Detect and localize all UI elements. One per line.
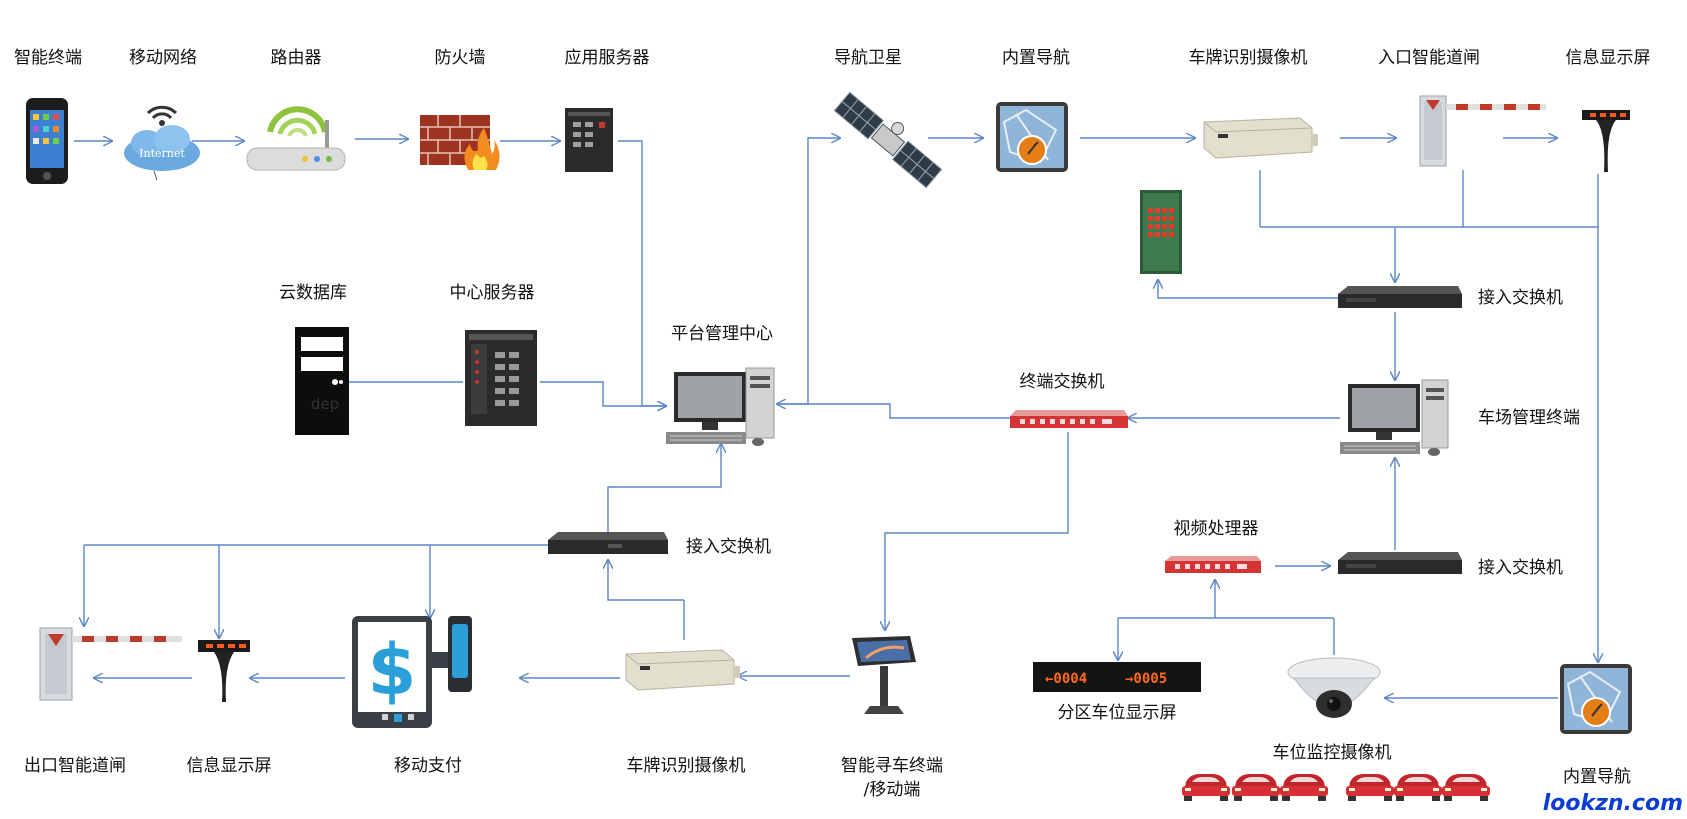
label-app-server: 应用服务器 <box>565 48 650 68</box>
connectors <box>74 138 1598 698</box>
router-icon <box>246 106 346 171</box>
label-nav-satellite: 导航卫星 <box>834 48 902 68</box>
svg-text:$: $ <box>368 629 417 711</box>
edge-switch-panel <box>1158 280 1338 299</box>
label-entry-gate: 入口智能道闸 <box>1378 48 1480 68</box>
label-access-switch-right-bottom: 接入交换机 <box>1478 558 1563 578</box>
led-display-icon: ←0004 →0005 <box>1033 662 1201 692</box>
zone-display-left: ←0004 <box>1045 671 1087 687</box>
satellite-icon <box>833 91 943 189</box>
label-access-switch-right-top: 接入交换机 <box>1478 288 1563 308</box>
label-mobile-payment: 移动支付 <box>394 756 462 776</box>
label-platform-center: 平台管理中心 <box>671 324 773 344</box>
label-mobile-network: 移动网络 <box>129 48 197 68</box>
edge-server-platform <box>540 381 666 406</box>
red-switch-icon <box>1010 410 1128 428</box>
tower-server-icon: dep <box>295 327 349 435</box>
label-access-switch-center: 接入交换机 <box>686 537 771 557</box>
watermark: lookzn.com <box>1543 791 1683 816</box>
box-camera-icon <box>1203 117 1318 159</box>
barrier-gate-icon <box>39 627 182 701</box>
edge-termswitch-platform <box>777 404 1010 419</box>
label-parking-terminal: 车场管理终端 <box>1478 408 1580 428</box>
firewall-icon <box>420 115 500 170</box>
label-cloud-database: 云数据库 <box>279 283 347 303</box>
barrier-gate-icon <box>1419 95 1546 167</box>
label-space-camera: 车位监控摄像机 <box>1273 743 1392 763</box>
label-terminal-switch: 终端交换机 <box>1020 372 1105 392</box>
label-smart-terminal: 智能终端 <box>14 48 82 68</box>
label-zone-display: 分区车位显示屏 <box>1058 703 1177 723</box>
navigation-device-icon <box>996 102 1068 172</box>
zone-display-right: →0005 <box>1125 671 1167 687</box>
edge-appserver-platform <box>618 140 666 406</box>
network-switch-icon <box>548 532 668 554</box>
box-camera-icon <box>625 649 740 691</box>
wifi-cloud-icon: Internet <box>124 105 200 181</box>
labels: 智能终端 移动网络 路由器 防火墙 应用服务器 导航卫星 内置导航 车牌识别摄像… <box>14 48 1651 800</box>
internet-cloud-label: Internet <box>139 147 185 160</box>
control-panel-icon <box>1140 190 1182 274</box>
smartphone-icon <box>26 98 68 184</box>
label-video-processor: 视频处理器 <box>1174 519 1259 539</box>
car-icon <box>1182 774 1490 801</box>
payment-terminal-icon: $ <box>352 616 472 728</box>
label-info-display-top: 信息显示屏 <box>1566 48 1651 68</box>
server-icon <box>565 108 613 172</box>
edge-switch-platform <box>607 444 721 532</box>
display-pole-icon <box>1582 110 1630 172</box>
rack-server-icon <box>465 330 537 426</box>
edge-platecam-switch-arrow <box>608 560 684 601</box>
label-central-server: 中心服务器 <box>450 283 535 303</box>
network-switch-icon <box>1338 552 1462 574</box>
display-pole-icon <box>198 640 250 702</box>
label-plate-camera-top: 车牌识别摄像机 <box>1189 48 1308 68</box>
edge-termswitch-carfinder <box>885 432 1069 630</box>
label-plate-camera-bottom: 车牌识别摄像机 <box>627 756 746 776</box>
label-builtin-nav-bottom: 内置导航 <box>1563 767 1631 787</box>
label-exit-gate: 出口智能道闸 <box>24 756 126 776</box>
desktop-computer-icon <box>666 367 775 446</box>
label-router: 路由器 <box>271 48 322 68</box>
network-switch-icon <box>1338 286 1462 308</box>
label-firewall: 防火墙 <box>435 48 486 68</box>
label-builtin-nav-top: 内置导航 <box>1002 48 1070 68</box>
desktop-computer-icon <box>1340 379 1449 456</box>
label-car-finder-line1: 智能寻车终端 <box>841 756 943 776</box>
label-car-finder-line2: /移动端 <box>864 780 921 800</box>
label-info-display-bottom: 信息显示屏 <box>187 756 272 776</box>
navigation-device-icon <box>1560 664 1632 734</box>
dome-camera-icon <box>1287 657 1381 718</box>
red-switch-icon <box>1165 556 1261 573</box>
edge-platform-satellite <box>777 138 840 405</box>
db-logo-text: dep <box>311 395 339 413</box>
kiosk-icon <box>852 636 916 714</box>
